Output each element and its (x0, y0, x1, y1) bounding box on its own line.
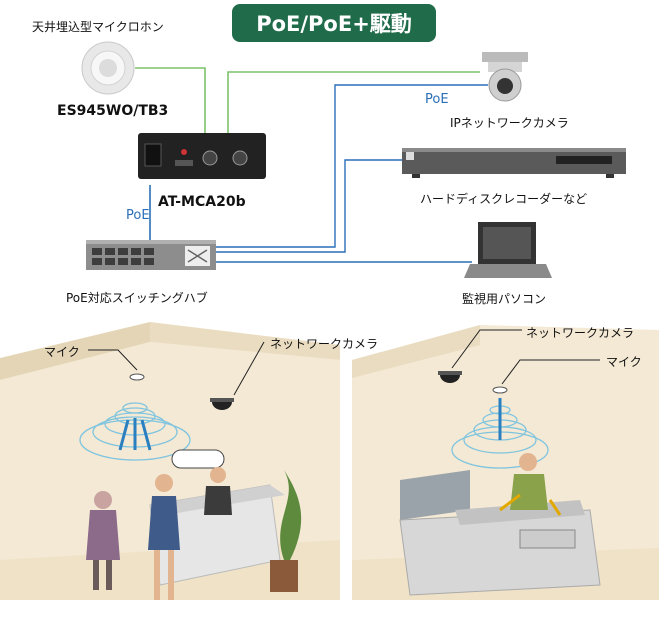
switch-device (86, 240, 216, 270)
output-cable (227, 71, 480, 135)
left-room (0, 322, 340, 600)
left-mic-label: マイク (44, 345, 80, 359)
title-badge: PoE/PoE+駆動 (232, 4, 436, 42)
mic-model-label: ES945WO/TB3 (57, 103, 169, 119)
pc-label: 監視用パソコン (462, 292, 547, 306)
recorder-device (402, 148, 626, 178)
controller-device (138, 133, 266, 179)
mic-cable (135, 67, 206, 135)
poe-label-camera: PoE (425, 92, 449, 107)
ceiling-mic-device (81, 41, 135, 95)
right-room (352, 325, 659, 600)
poe-label-controller: PoE (126, 208, 150, 223)
ip-camera-device (482, 52, 528, 102)
right-camera-label: ネットワークカメラ (526, 326, 635, 340)
ceiling-mic-label: 天井埋込型マイクロホン (32, 20, 164, 34)
connection-diagram (81, 41, 626, 278)
people-left (86, 467, 232, 600)
controller-model-label: AT-MCA20b (158, 194, 246, 210)
ip-camera-label: IPネットワークカメラ (450, 116, 569, 130)
cable-recorder (215, 159, 402, 253)
pc-device (464, 222, 552, 278)
right-mic-label: マイク (606, 355, 642, 369)
left-camera-label: ネットワークカメラ (270, 337, 379, 351)
switch-label: PoE対応スイッチングハブ (66, 291, 208, 305)
recorder-label: ハードディスクレコーダーなど (420, 192, 588, 206)
poe-cable-camera (215, 84, 488, 248)
